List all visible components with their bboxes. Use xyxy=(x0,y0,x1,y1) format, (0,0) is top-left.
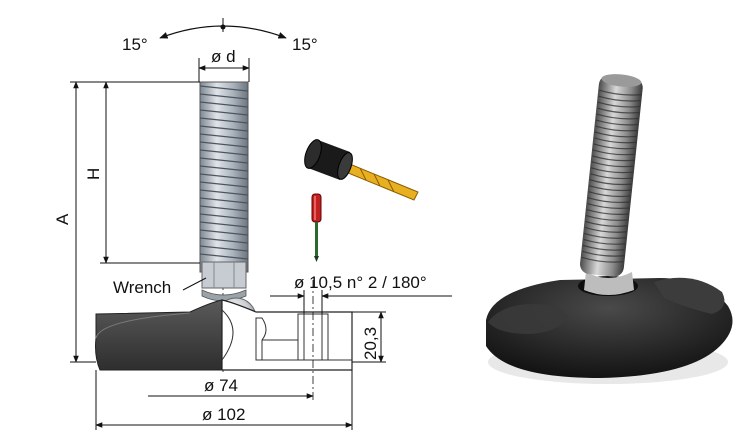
photo-thread-line xyxy=(595,125,638,132)
angle-right-label: 15° xyxy=(292,35,318,54)
photo-thread-line xyxy=(583,238,626,245)
thread-line xyxy=(199,157,249,164)
photo-thread-line xyxy=(582,250,625,257)
photo-thread-line xyxy=(581,256,624,263)
wrench-label: Wrench xyxy=(113,278,171,297)
photo-thread-line xyxy=(587,203,630,209)
dimension-h-label: H xyxy=(84,168,103,180)
photo-thread-line xyxy=(599,89,642,96)
hole-spec-label: ø 10,5 n° 2 / 180° xyxy=(294,273,427,292)
thread-line xyxy=(199,221,249,228)
thread-line xyxy=(199,85,249,92)
photo-thread-line xyxy=(590,173,633,180)
base-body xyxy=(95,280,353,400)
dimension-a xyxy=(70,81,200,363)
photo-thread-line xyxy=(585,214,628,221)
outer-diameter-dimension xyxy=(95,370,353,430)
photo-thread-line xyxy=(589,179,632,186)
thread-line xyxy=(199,229,249,236)
photo-thread-line xyxy=(591,161,634,168)
thread-line xyxy=(199,253,249,260)
thread-line xyxy=(199,93,249,100)
dimension-a-label: A xyxy=(53,213,72,225)
thread-line xyxy=(199,213,249,220)
photo-thread-line xyxy=(596,113,639,120)
photo-thread-line xyxy=(597,101,640,108)
thread-line xyxy=(199,109,249,116)
inner-diameter-label: ø 74 xyxy=(204,376,238,395)
photo-thread-line xyxy=(587,197,630,204)
thread-diameter-label: ø d xyxy=(211,47,236,66)
thread-line xyxy=(199,197,249,204)
photo-thread-line xyxy=(588,191,631,198)
thread-line xyxy=(199,133,249,140)
dimension-h xyxy=(100,81,200,264)
outer-diameter-label: ø 102 xyxy=(202,405,245,424)
photo-thread-line xyxy=(594,137,637,144)
thread-line xyxy=(199,101,249,108)
photo-thread-line xyxy=(598,95,641,102)
photo-thread-line xyxy=(586,209,629,215)
photo-thread-line xyxy=(584,226,627,233)
thread-line xyxy=(199,189,249,196)
product-photo xyxy=(486,74,733,384)
angle-indicator xyxy=(159,18,287,39)
photo-thread-line xyxy=(597,107,640,114)
hammer-icon xyxy=(304,139,419,201)
thread-line xyxy=(199,165,249,172)
thread-line xyxy=(199,173,249,180)
photo-thread-line xyxy=(585,220,628,227)
screwdriver-icon xyxy=(311,193,322,262)
thread-line xyxy=(199,205,249,212)
thread-diameter-dimension xyxy=(198,58,250,82)
thread-line xyxy=(199,141,249,148)
photo-thread-line xyxy=(584,232,627,239)
thread-line xyxy=(199,125,249,132)
base-height-label: 20,3 xyxy=(361,327,380,360)
thread-line xyxy=(199,149,249,156)
wrench-leader xyxy=(182,277,207,291)
photo-thread-line xyxy=(590,167,633,174)
photo-thread-line xyxy=(589,185,632,192)
angle-left-label: 15° xyxy=(122,35,148,54)
photo-thread-line xyxy=(594,131,637,138)
photo-thread-line xyxy=(592,149,635,156)
hole-spec-dimension xyxy=(270,290,452,314)
threaded-stud xyxy=(199,81,249,289)
thread-line xyxy=(199,181,249,188)
thread-line xyxy=(199,117,249,124)
photo-thread-line xyxy=(593,143,636,150)
photo-thread-line xyxy=(592,155,635,162)
thread-line xyxy=(199,237,249,244)
base-height-dimension xyxy=(352,311,386,363)
thread-line xyxy=(199,245,249,252)
photo-thread-line xyxy=(582,244,625,251)
photo-thread-line xyxy=(595,119,638,126)
